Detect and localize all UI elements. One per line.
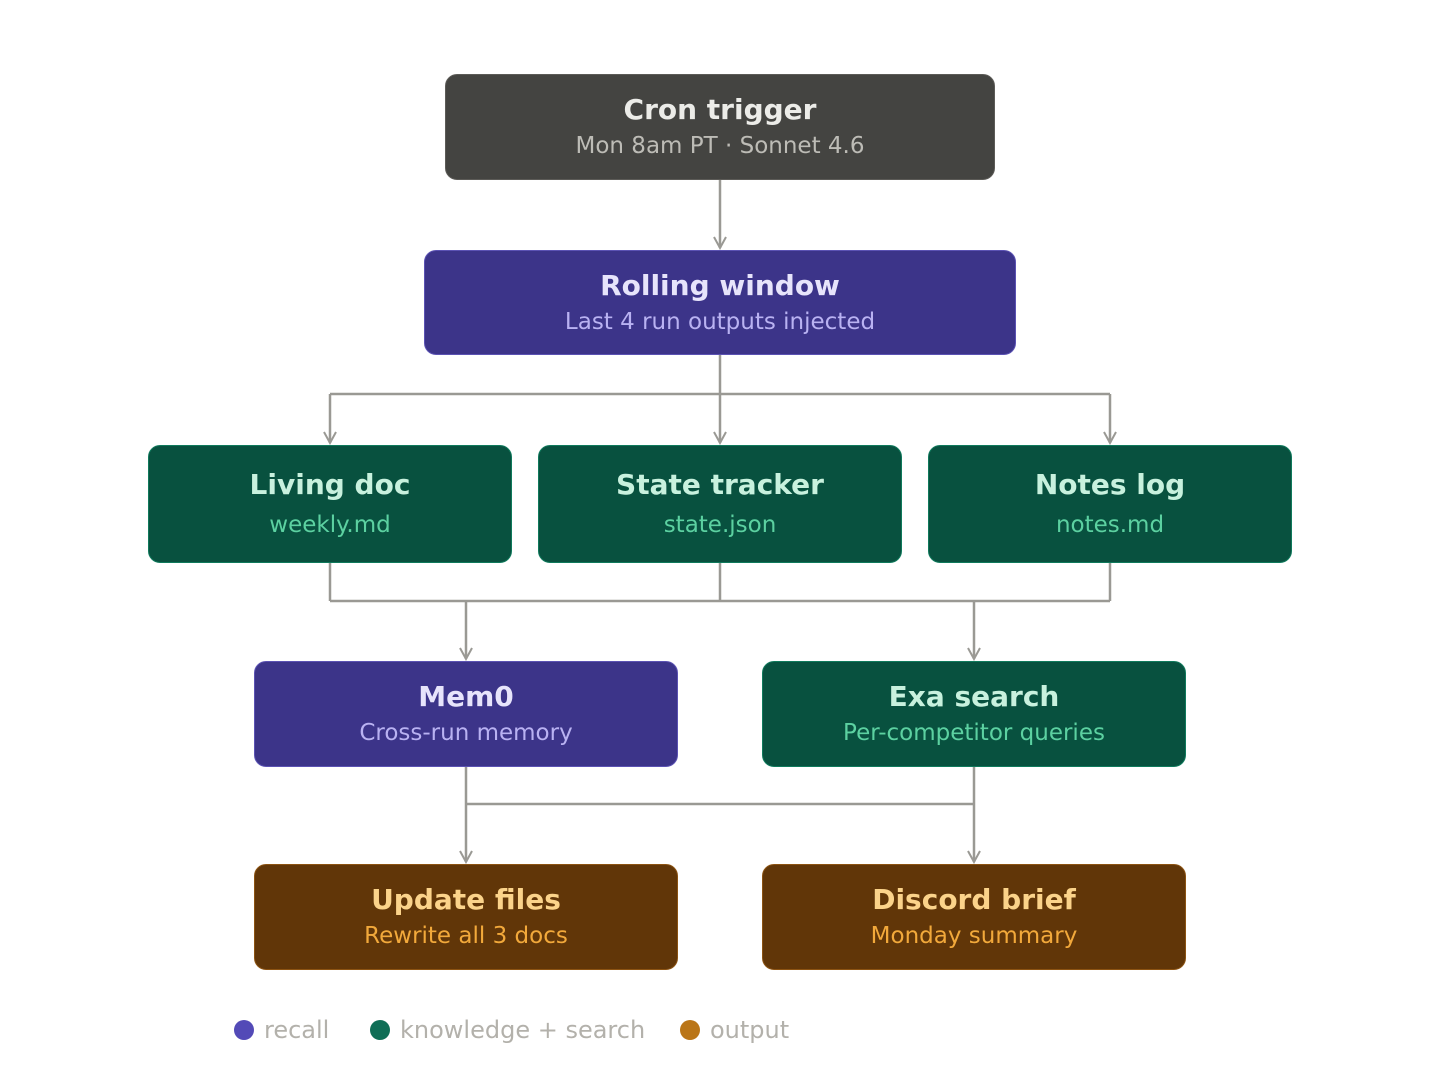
node-subtitle: weekly.md — [269, 512, 391, 538]
node-title: Mem0 — [418, 680, 514, 713]
living-doc-node: Living doc weekly.md — [148, 445, 512, 563]
node-title: Notes log — [1034, 468, 1186, 501]
exa-search-node: Exa search Per-competitor queries — [762, 661, 1186, 767]
legend-recall: recall — [234, 1012, 329, 1048]
update-files-node: Update files Rewrite all 3 docs — [254, 864, 678, 970]
legend-label: output — [710, 1016, 790, 1044]
notes-log-node: Notes log notes.md — [928, 445, 1292, 563]
legend-swatch — [234, 1020, 254, 1040]
node-title: Exa search — [888, 680, 1060, 713]
node-subtitle: Cross-run memory — [359, 720, 573, 746]
node-title: Rolling window — [600, 268, 840, 302]
node-subtitle: Last 4 run outputs injected — [564, 308, 876, 335]
legend-label: knowledge + search — [400, 1016, 646, 1044]
node-subtitle: notes.md — [1055, 512, 1165, 538]
legend-knowledge-search: knowledge + search — [370, 1012, 645, 1048]
discord-brief-node: Discord brief Monday summary — [762, 864, 1186, 970]
node-title: Update files — [371, 883, 561, 916]
legend-swatch — [680, 1020, 700, 1040]
cron-trigger-node: Cron trigger Mon 8am PT · Sonnet 4.6 — [445, 74, 995, 180]
node-subtitle: state.json — [663, 512, 777, 538]
mem0-node: Mem0 Cross-run memory — [254, 661, 678, 767]
legend-output: output — [680, 1012, 789, 1048]
node-subtitle: Rewrite all 3 docs — [364, 923, 568, 949]
node-title: State tracker — [616, 468, 824, 501]
node-subtitle: Monday summary — [870, 923, 1078, 949]
rolling-window-node: Rolling window Last 4 run outputs inject… — [424, 250, 1016, 355]
node-subtitle: Per-competitor queries — [843, 720, 1105, 746]
node-subtitle: Mon 8am PT · Sonnet 4.6 — [575, 133, 865, 159]
legend-swatch — [370, 1020, 390, 1040]
node-title: Cron trigger — [623, 93, 817, 126]
state-tracker-node: State tracker state.json — [538, 445, 902, 563]
legend-label: recall — [264, 1016, 330, 1044]
node-title: Discord brief — [872, 883, 1076, 916]
node-title: Living doc — [249, 468, 411, 501]
